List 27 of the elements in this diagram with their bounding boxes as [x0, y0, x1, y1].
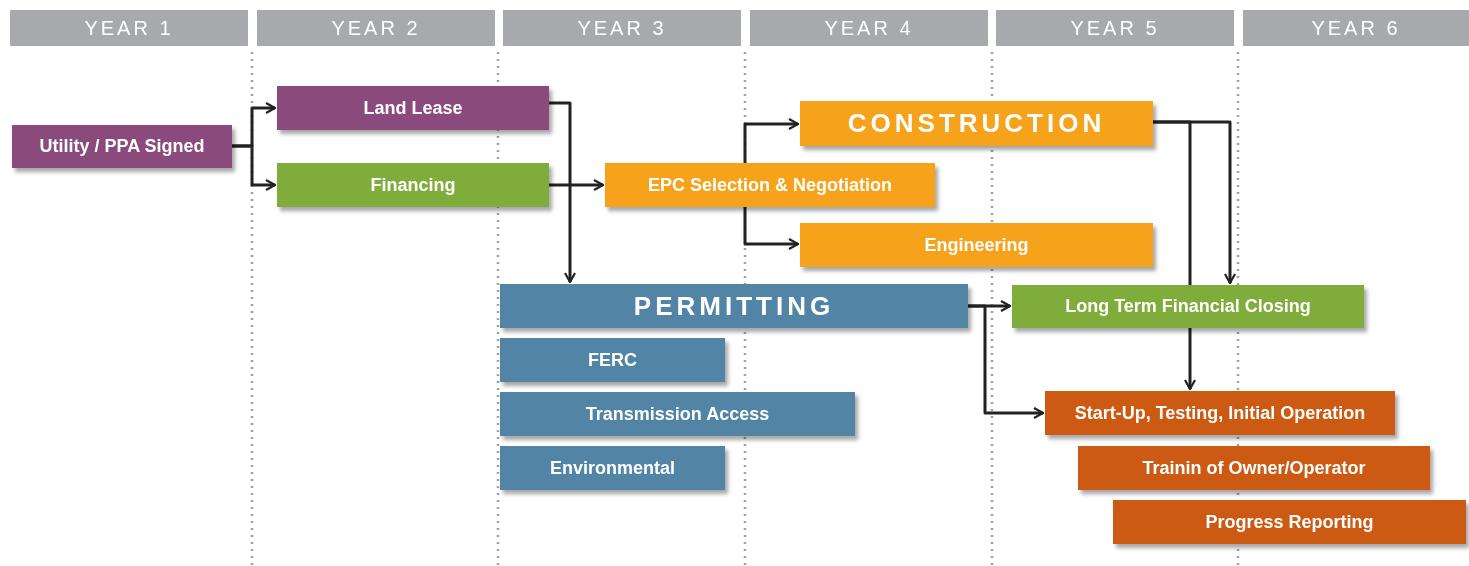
task-bar: Start-Up, Testing, Initial Operation — [1045, 391, 1395, 435]
arrow — [743, 207, 800, 251]
task-bar: Progress Reporting — [1113, 500, 1466, 544]
task-bar: EPC Selection & Negotiation — [605, 163, 935, 207]
arrow — [968, 304, 1045, 420]
arrow — [549, 178, 605, 192]
task-bar: FERC — [500, 338, 725, 382]
task-bar: Long Term Financial Closing — [1012, 285, 1364, 328]
arrow — [232, 144, 277, 192]
year-header: YEAR 1 — [10, 10, 248, 46]
phase-bar: PERMITTING — [500, 284, 968, 328]
year-header: YEAR 3 — [503, 10, 741, 46]
arrow — [1183, 328, 1197, 391]
task-bar: Environmental — [500, 446, 725, 490]
year-header: YEAR 4 — [750, 10, 988, 46]
task-bar: Land Lease — [277, 86, 549, 130]
task-bar: Transmission Access — [500, 392, 855, 436]
arrow — [743, 117, 800, 163]
year-header: YEAR 2 — [257, 10, 495, 46]
phase-bar: CONSTRUCTION — [800, 101, 1153, 146]
year-header: YEAR 5 — [996, 10, 1234, 46]
task-bar: Utility / PPA Signed — [12, 125, 232, 168]
arrow — [549, 101, 577, 284]
task-bar: Trainin of Owner/Operator — [1078, 446, 1430, 490]
year-header: YEAR 6 — [1243, 10, 1469, 46]
task-bar: Engineering — [800, 223, 1153, 267]
task-bar: Financing — [277, 163, 549, 207]
